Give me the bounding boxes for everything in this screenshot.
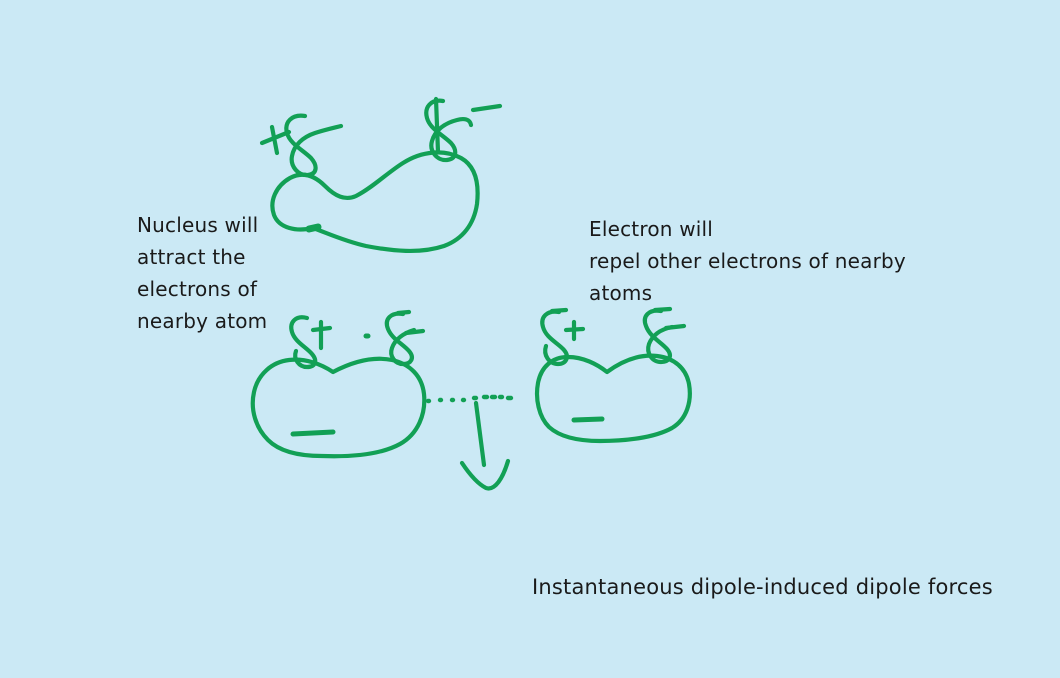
bottom-left-delta-positive-glyph <box>289 315 333 370</box>
top-atom-delta-positive-glyph <box>284 113 344 178</box>
top-atom-minus-glyph <box>470 103 503 113</box>
top-atom-plus-glyph <box>259 124 292 156</box>
bottom-left-atom-cloud <box>250 356 427 459</box>
annotation-nucleus-attract: Nucleus will attract the electrons of ne… <box>137 213 268 333</box>
annotation-electron-repel: Electron will repel other electrons of n… <box>589 217 906 305</box>
top-atom-delta-negative-glyph <box>424 96 474 163</box>
bottom-left-delta-negative-glyph <box>384 309 426 367</box>
bottom-right-delta-negative-glyph <box>642 306 687 365</box>
downward-arrow <box>459 400 511 491</box>
bottom-right-atom-cloud <box>534 353 692 444</box>
dotted-interaction-line <box>425 394 514 404</box>
top-atom-cloud <box>270 150 480 254</box>
bottom-right-delta-positive-glyph <box>540 307 586 367</box>
diagram-caption: Instantaneous dipole-induced dipole forc… <box>532 575 993 599</box>
